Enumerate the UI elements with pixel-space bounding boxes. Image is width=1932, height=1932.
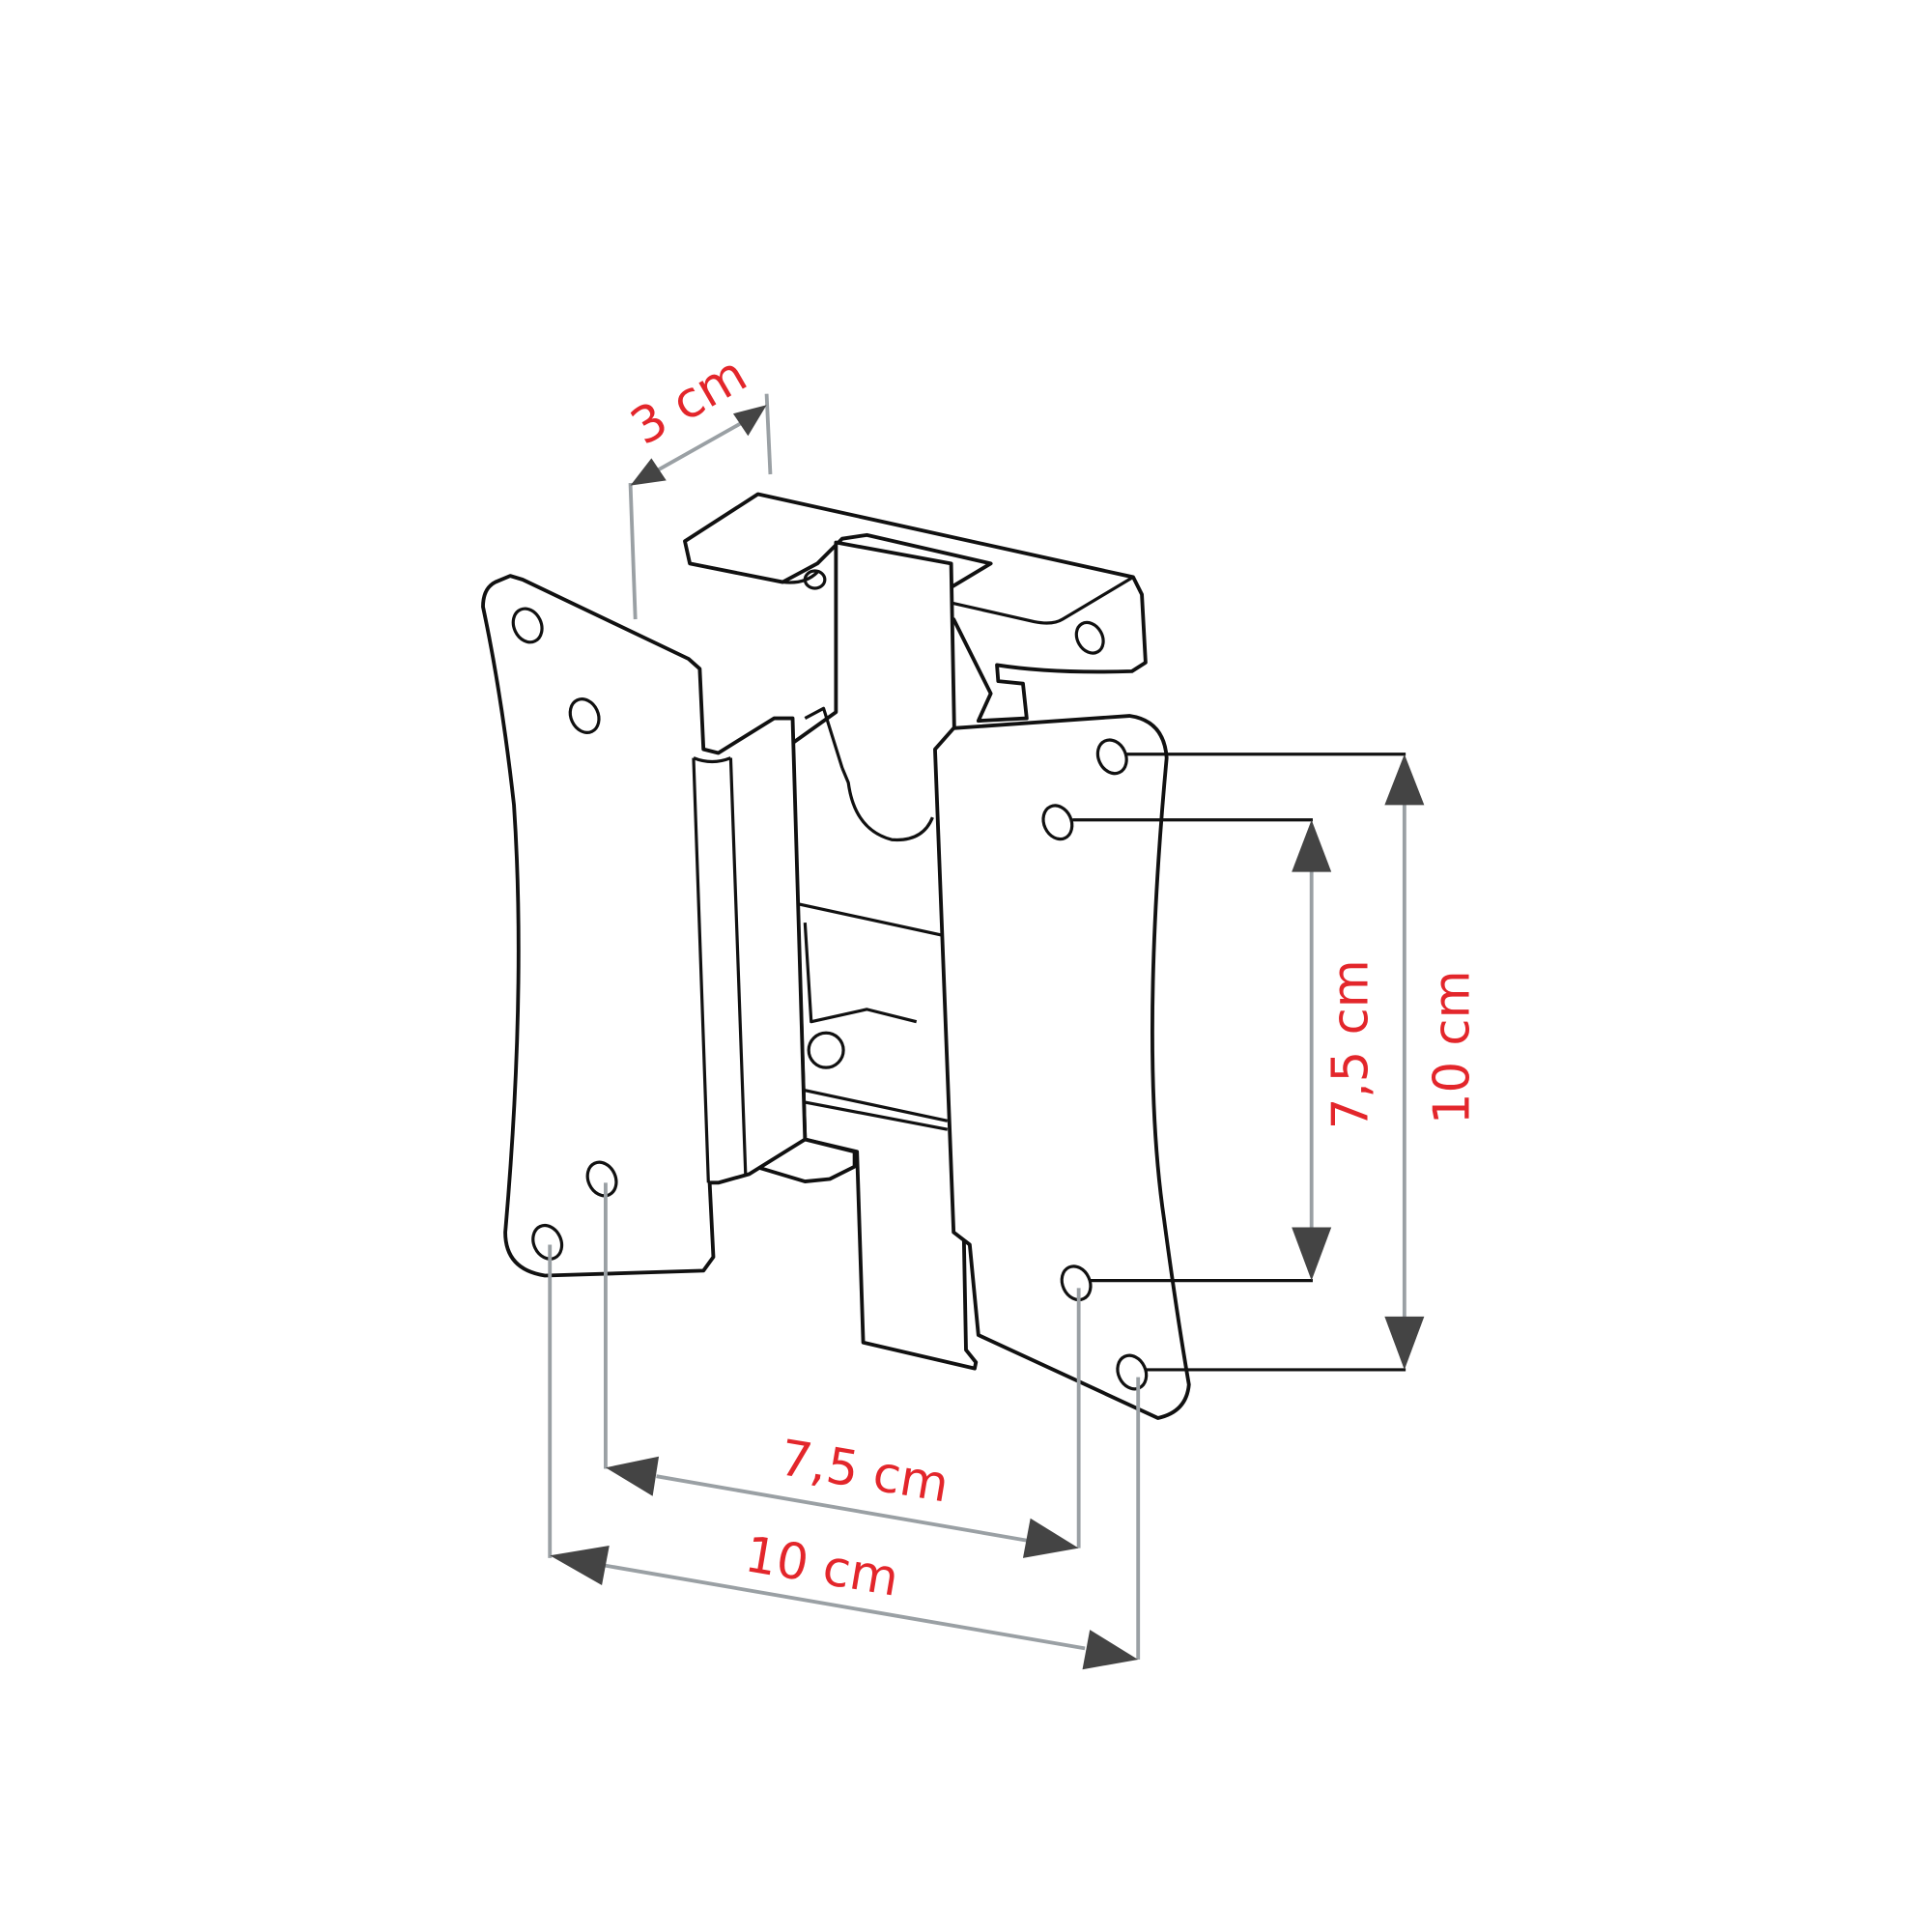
dimension-depth: 3 cm <box>621 345 773 620</box>
dimension-label-horizontal-outer: 10 cm <box>741 1525 902 1608</box>
dimension-label-vertical-outer: 10 cm <box>1424 970 1482 1124</box>
left-vesa-plate <box>481 574 808 1278</box>
dimension-vertical-inner: 7,5 cm <box>1072 818 1379 1283</box>
dimension-vertical-outer: 10 cm <box>1124 753 1482 1372</box>
wall-plate <box>683 492 1148 724</box>
dimension-label-vertical-inner: 7,5 cm <box>1321 959 1379 1129</box>
dimension-label-depth: 3 cm <box>621 345 756 456</box>
right-vesa-plate <box>933 714 1191 1420</box>
